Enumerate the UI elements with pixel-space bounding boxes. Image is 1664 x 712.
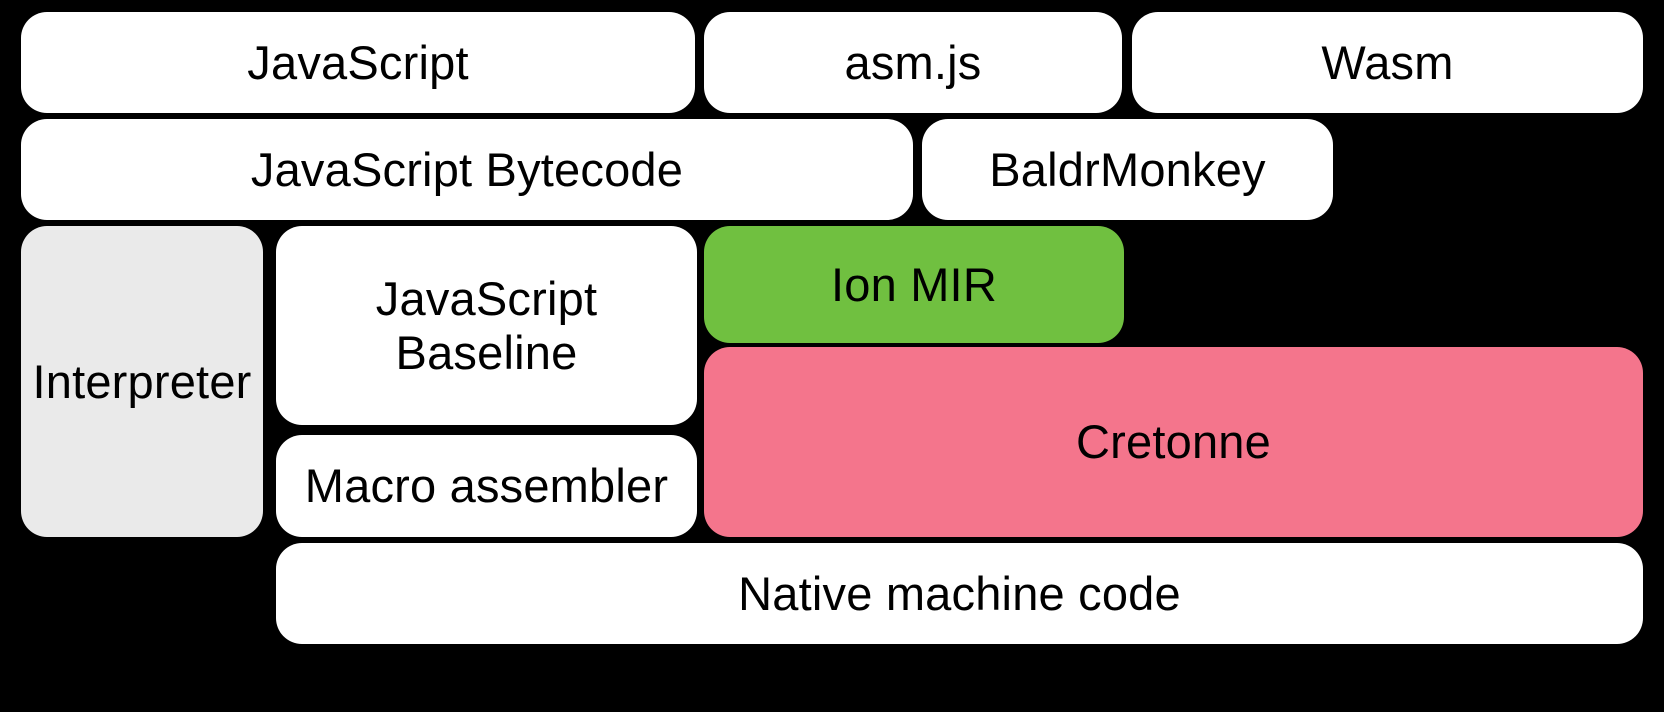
node-javascript[interactable]: JavaScript: [21, 12, 695, 113]
node-javascript-bytecode[interactable]: JavaScript Bytecode: [21, 119, 913, 220]
node-asm-js[interactable]: asm.js: [704, 12, 1122, 113]
node-native-machine-code[interactable]: Native machine code: [276, 543, 1643, 644]
node-cretonne[interactable]: Cretonne: [704, 347, 1643, 537]
node-wasm[interactable]: Wasm: [1132, 12, 1643, 113]
node-interpreter[interactable]: Interpreter: [21, 226, 263, 537]
node-macro-assembler[interactable]: Macro assembler: [276, 435, 697, 537]
node-javascript-baseline[interactable]: JavaScript Baseline: [276, 226, 697, 425]
node-ion-mir[interactable]: Ion MIR: [704, 226, 1124, 343]
node-baldrmonkey[interactable]: BaldrMonkey: [922, 119, 1333, 220]
